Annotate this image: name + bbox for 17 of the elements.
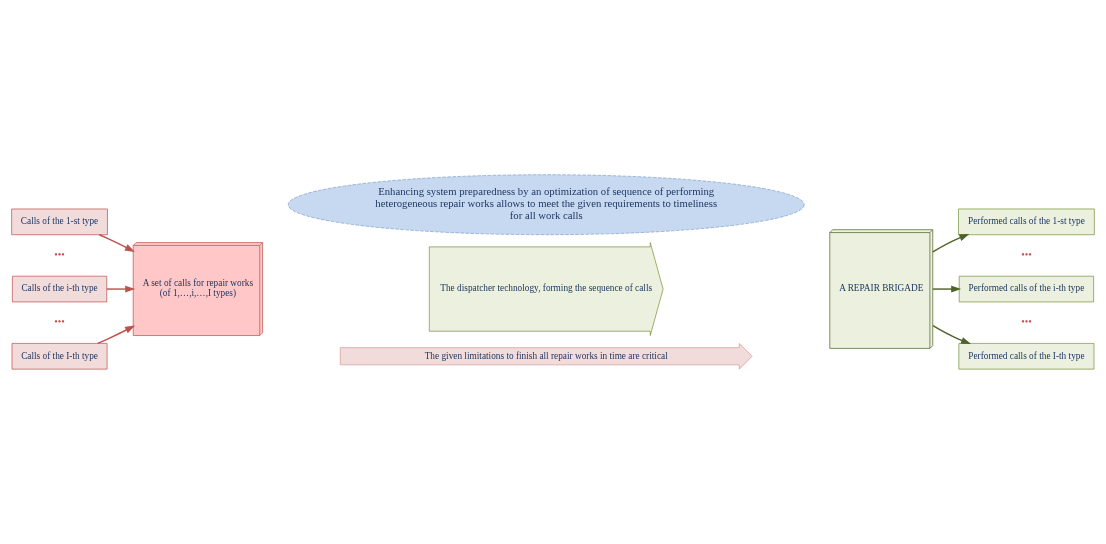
arrow <box>106 285 136 293</box>
arrow <box>98 234 135 252</box>
node-ellipse: Enhancing system preparedness by an optimization of sequence of performing heterogeneous repair works allows to meet the given requirements to timeliness for all work calls <box>287 174 805 236</box>
label: ••• <box>54 249 65 261</box>
node-box: Performed calls of the i-th type <box>958 275 1094 303</box>
arrow <box>932 324 972 345</box>
label: ••• <box>1021 316 1032 328</box>
node-box: Calls of the I-th type <box>11 343 108 370</box>
label: ••• <box>1021 249 1032 261</box>
arrow <box>932 285 962 293</box>
label: ••• <box>54 316 65 328</box>
node-box: Calls of the 1-st type <box>11 208 108 236</box>
arrow <box>96 325 136 345</box>
node-box: Performed calls of the I-th type <box>958 343 1095 370</box>
node-box: Performed calls of the 1-st type <box>958 208 1095 236</box>
node-box: Calls of the i-th type <box>12 275 108 303</box>
arrow <box>932 234 970 253</box>
